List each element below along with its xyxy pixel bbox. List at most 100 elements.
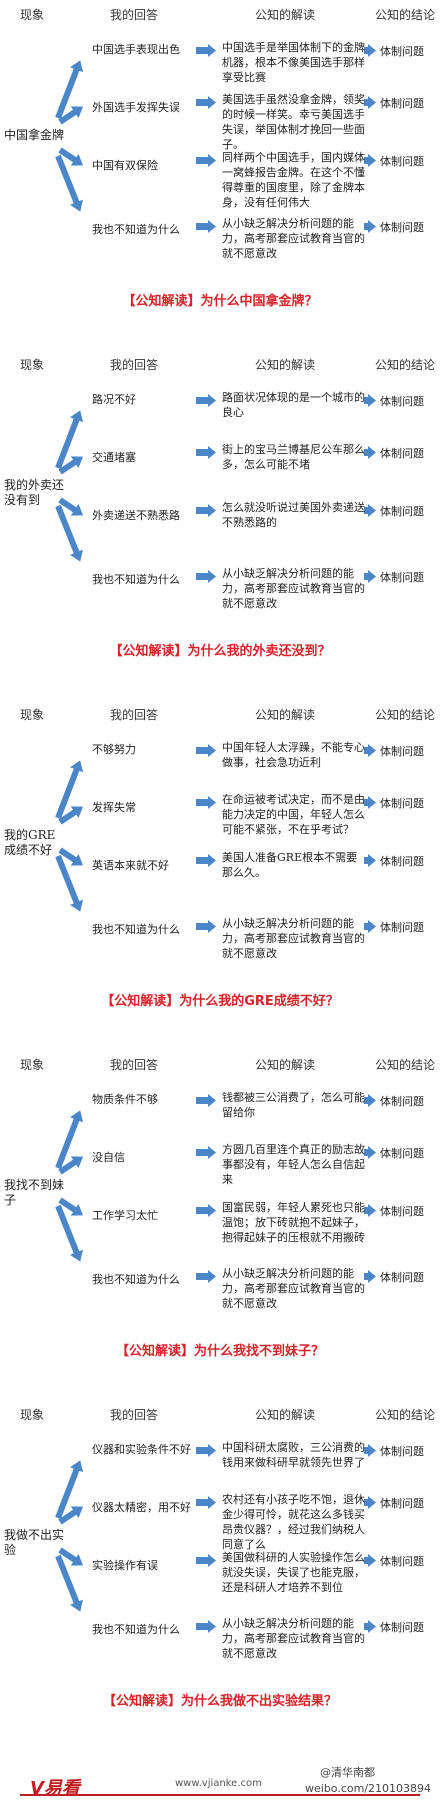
header-3: 公知的解读 <box>255 358 316 372</box>
branch-arrow-4 <box>55 1554 84 1612</box>
header-2: 我的回答 <box>110 708 159 722</box>
answer-4: 我也不知道为什么 <box>92 223 180 236</box>
branch-arrow-2 <box>58 106 83 125</box>
conclusion-2: 体制问题 <box>380 797 424 810</box>
branch-arrow-3 <box>58 147 83 166</box>
branch-arrow-4 <box>55 504 84 562</box>
header-1: 现象 <box>20 358 45 372</box>
answer-1: 仪器和实验条件不好 <box>92 1443 191 1456</box>
branch-arrow-2 <box>58 1506 83 1525</box>
watermark: @清华南都 <box>320 1766 375 1779</box>
header-4: 公知的结论 <box>375 1058 436 1072</box>
panel-1: 现象我的回答公知的解读公知的结论中国拿金牌中国选手表现出色中国选手是举国体制下的… <box>0 0 440 342</box>
header-1: 现象 <box>20 708 45 722</box>
answer-3: 外卖递送不熟悉路 <box>92 509 180 522</box>
conclusion-3: 体制问题 <box>380 155 424 168</box>
footer: V易看 www.vjianke.com @清华南都 weibo.com/2101… <box>0 1760 440 1804</box>
branch-arrow-2 <box>58 806 83 825</box>
explanation-4: 从小缺乏解决分析问题的能力，高考那套应试教育当官的就不愿意改 <box>222 1267 365 1310</box>
conclusion-1: 体制问题 <box>380 1445 424 1458</box>
conclusion-3: 体制问题 <box>380 855 424 868</box>
conclusion-2: 体制问题 <box>380 447 424 460</box>
explanation-1: 中国选手是举国体制下的金牌机器，根本不像美国选手那样享受比赛 <box>222 41 365 84</box>
explanation-2: 美国选手虽然没拿金牌，领奖的时候一样笑。幸亏美国选手失误，举国体制才挽回一些面子… <box>222 93 365 151</box>
answer-4: 我也不知道为什么 <box>92 1623 180 1636</box>
branch-arrow-1 <box>55 410 84 470</box>
explanation-4: 从小缺乏解决分析问题的能力，高考那套应试教育当官的就不愿意改 <box>222 917 365 960</box>
conclusion-2: 体制问题 <box>380 1147 424 1160</box>
phenomenon: 我找不到妹子 <box>4 1178 65 1207</box>
explanation-3: 同样两个中国选手，国内媒体一窝蜂报告金牌。在这个不懂得尊重的国度里，除了金牌本身… <box>222 151 365 209</box>
answer-4: 我也不知道为什么 <box>92 923 180 936</box>
header-2: 我的回答 <box>110 8 159 22</box>
header-4: 公知的结论 <box>375 1408 436 1422</box>
conclusion-1: 体制问题 <box>380 1095 424 1108</box>
explanation-1: 钱都被三公消费了，怎么可能留给你 <box>222 1091 365 1119</box>
panel-3: 现象我的回答公知的解读公知的结论我的GRE成绩不好不够努力中国年轻人太浮躁，不能… <box>0 700 440 1042</box>
explanation-4: 从小缺乏解决分析问题的能力，高考那套应试教育当官的就不愿意改 <box>222 217 365 260</box>
branch-arrow-4 <box>55 854 84 912</box>
panel-title: 【公知解读】为什么我的外卖还没到？ <box>109 644 331 659</box>
site-url: www.vjianke.com <box>175 1778 262 1789</box>
panel-2: 现象我的回答公知的解读公知的结论我的外卖还没有到路况不好路面状况体现的是一个城市… <box>0 350 440 692</box>
header-2: 我的回答 <box>110 1408 159 1422</box>
answer-3: 英语本来就不好 <box>92 859 169 872</box>
header-4: 公知的结论 <box>375 8 436 22</box>
arrows-layer <box>55 1444 376 1633</box>
conclusion-2: 体制问题 <box>380 97 424 110</box>
phenomenon: 我的GRE成绩不好 <box>4 828 56 857</box>
conclusion-3: 体制问题 <box>380 505 424 518</box>
panel-title: 【公知解读】为什么我的GRE成绩不好？ <box>101 994 339 1009</box>
arrows-layer <box>55 744 376 933</box>
conclusion-1: 体制问题 <box>380 745 424 758</box>
conclusion-3: 体制问题 <box>380 1555 424 1568</box>
explanation-2: 方圆几百里连个真正的励志故事都没有，年轻人怎么自信起来 <box>222 1143 365 1186</box>
answer-3: 实验操作有误 <box>92 1559 158 1572</box>
footer-divider <box>20 1794 420 1796</box>
answer-2: 交通堵塞 <box>92 451 136 464</box>
branch-arrow-4 <box>55 1204 84 1262</box>
answer-1: 物质条件不够 <box>92 1093 158 1106</box>
answer-2: 仪器太精密，用不好 <box>92 1501 191 1514</box>
answer-4: 我也不知道为什么 <box>92 573 180 586</box>
header-3: 公知的解读 <box>255 1058 316 1072</box>
panel-title: 【公知解读】为什么中国拿金牌？ <box>122 294 318 309</box>
branch-arrow-4 <box>55 154 84 212</box>
weibo-url: weibo.com/210103894 <box>305 1782 432 1795</box>
explanation-2: 农村还有小孩子吃不饱，退休金少得可怜，就花这么多钱买昂贵仪器？，经过我们纳税人同… <box>222 1493 365 1551</box>
branch-arrow-1 <box>55 60 84 120</box>
arrows-layer <box>55 44 376 233</box>
header-2: 我的回答 <box>110 358 159 372</box>
explanation-3: 美国人准备GRE根本不需要那么久。 <box>222 851 358 879</box>
branch-arrow-1 <box>55 1110 84 1170</box>
answer-2: 没自信 <box>92 1151 125 1164</box>
answer-1: 中国选手表现出色 <box>92 43 180 56</box>
logo: V易看 <box>30 1778 80 1799</box>
conclusion-3: 体制问题 <box>380 1205 424 1218</box>
conclusion-4: 体制问题 <box>380 221 424 234</box>
conclusion-4: 体制问题 <box>380 1621 424 1634</box>
answer-1: 不够努力 <box>92 743 136 756</box>
explanation-3: 国富民弱，年轻人累死也只能温饱；放下砖就抱不起妹子，抱得起妹子的压根就不用搬砖 <box>222 1201 365 1244</box>
explanation-3: 美国做科研的人实验操作怎么就没失误，失误了也能克服，还是科研人才培养不到位 <box>222 1551 365 1594</box>
explanation-4: 从小缺乏解决分析问题的能力，高考那套应试教育当官的就不愿意改 <box>222 567 365 610</box>
conclusion-4: 体制问题 <box>380 1271 424 1284</box>
conclusion-4: 体制问题 <box>380 571 424 584</box>
answer-3: 中国有双保险 <box>92 159 158 172</box>
branch-arrow-1 <box>55 760 84 820</box>
answer-2: 发挥失常 <box>92 801 136 814</box>
branch-arrow-1 <box>55 1460 84 1520</box>
phenomenon: 中国拿金牌 <box>4 128 65 142</box>
explanation-3: 怎么就没听说过美国外卖递送不熟悉路的 <box>222 501 365 529</box>
answer-2: 外国选手发挥失误 <box>92 101 180 114</box>
header-1: 现象 <box>20 8 45 22</box>
header-1: 现象 <box>20 1408 45 1422</box>
conclusion-4: 体制问题 <box>380 921 424 934</box>
phenomenon: 我做不出实验 <box>4 1528 65 1557</box>
branch-arrow-2 <box>58 456 83 475</box>
explanation-1: 中国年轻人太浮躁，不能专心做事，社会急功近利 <box>222 741 365 769</box>
arrows-layer <box>55 394 376 583</box>
conclusion-1: 体制问题 <box>380 395 424 408</box>
header-3: 公知的解读 <box>255 708 316 722</box>
phenomenon: 我的外卖还没有到 <box>4 478 65 507</box>
